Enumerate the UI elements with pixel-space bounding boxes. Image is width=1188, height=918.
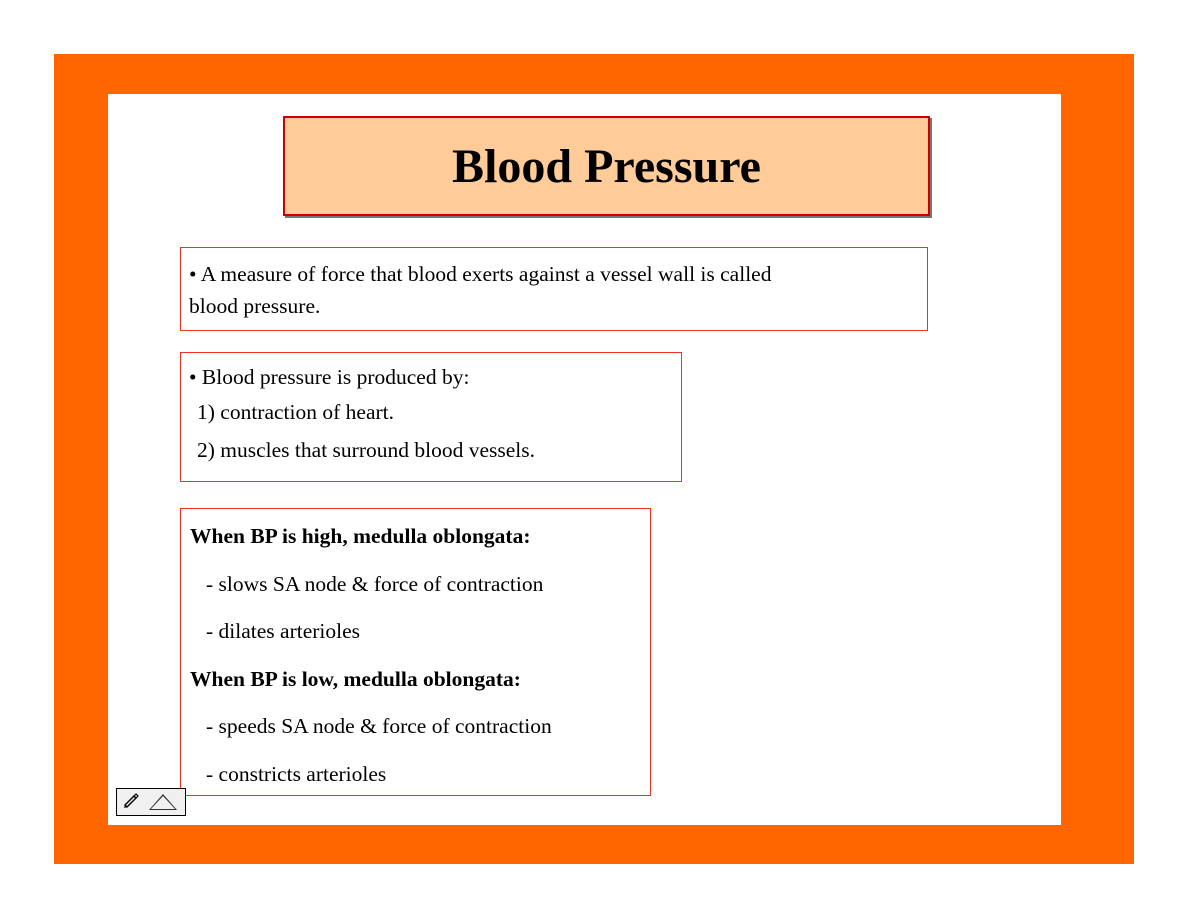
low-bp-item: - constricts arterioles [206,761,387,786]
slide-title: Blood Pressure [452,139,761,193]
definition-box: • A measure of force that blood exerts a… [180,247,928,331]
slide-canvas: Blood Pressure • A measure of force that… [108,94,1061,825]
high-bp-heading: When BP is high, medulla oblongata: [190,524,531,548]
pen-icon[interactable] [121,791,141,813]
production-item: 1) contraction of heart. [197,400,394,424]
regulation-box: When BP is high, medulla oblongata: - sl… [180,508,651,796]
production-heading: • Blood pressure is produced by: [189,365,470,389]
definition-line-1: • A measure of force that blood exerts a… [189,262,772,286]
high-bp-item: - slows SA node & force of contraction [206,571,544,596]
triangle-menu-icon[interactable] [149,794,177,810]
low-bp-heading: When BP is low, medulla oblongata: [190,666,521,691]
title-box: Blood Pressure [283,116,930,216]
production-box: • Blood pressure is produced by: 1) cont… [180,352,682,482]
low-bp-item: - speeds SA node & force of contraction [206,714,552,738]
slideshow-nav-widget[interactable] [116,788,186,816]
high-bp-item: - dilates arterioles [206,619,361,643]
production-item: 2) muscles that surround blood vessels. [197,438,535,462]
definition-line-2: blood pressure. [189,294,321,319]
